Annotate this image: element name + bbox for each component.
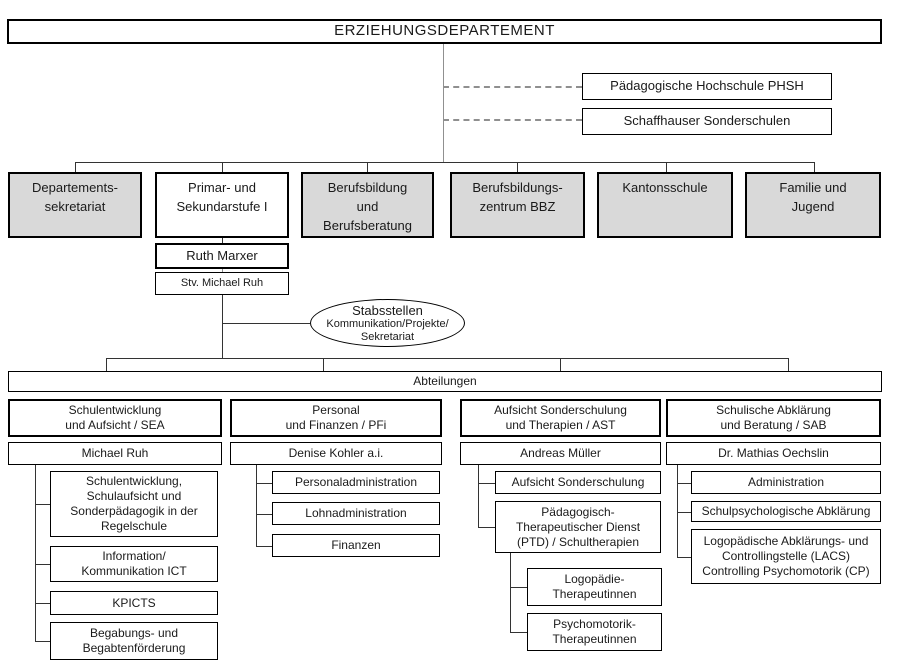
subunit-box-logopaedie-therapeutinnen: Logopädie- Therapeutinnen [527,568,662,606]
connector-branch [35,564,50,565]
staff-unit-ellipse: Stabsstellen Kommunikation/Projekte/ Sek… [310,299,465,347]
connector-ast-spine [478,465,479,527]
connector-branch [256,483,272,484]
dept-box-primar-sekundarstufe: Primar- und Sekundarstufe I [155,172,289,238]
unit-box-schulentwicklung-regelschule: Schulentwicklung, Schulaufsicht und Sond… [50,471,218,537]
division-box-sab: Schulische Abklärung und Beratung / SAB [666,399,881,437]
dept-box-familie-jugend: Familie und Jugend [745,172,881,238]
connector-branch [677,512,691,513]
division-head-michael-ruh: Michael Ruh [8,442,222,465]
division-head-denise-kohler: Denise Kohler a.i. [230,442,442,465]
connector-branch [256,514,272,515]
connector-branch [510,587,527,588]
connector-dashed-sonderschulen [443,119,582,121]
connector-branch [478,527,495,528]
connector-dashed-phsh [443,86,582,88]
connector-tick [323,358,324,371]
connector-abteilungen-bar [106,358,788,359]
connector-tick [222,269,223,273]
division-box-pfi: Personal und Finanzen / PFi [230,399,442,437]
connector-tick [222,238,223,243]
connector-sab-spine [677,465,678,557]
connector-tick [814,162,815,172]
dept-box-bbz: Berufsbildungs- zentrum BBZ [450,172,585,238]
unit-box-information-ict: Information/ Kommunikation ICT [50,546,218,582]
division-box-sea: Schulentwicklung und Aufsicht / SEA [8,399,222,437]
division-head-andreas-mueller: Andreas Müller [460,442,661,465]
dept-box-departementssekretariat: Departements- sekretariat [8,172,142,238]
unit-box-kpicts: KPICTS [50,591,218,615]
connector-tick [666,162,667,172]
subunit-box-psychomotorik-therapeutinnen: Psychomotorik- Therapeutinnen [527,613,662,651]
connector-tick [367,162,368,172]
staff-unit-line2: Kommunikation/Projekte/ [326,317,449,330]
unit-box-lacs-cp: Logopädische Abklärungs- und Controlling… [691,529,881,584]
affiliated-box-phsh: Pädagogische Hochschule PHSH [582,73,832,100]
connector-tick [106,358,107,371]
connector-pfi-spine [256,465,257,546]
connector-tick [517,162,518,172]
connector-branch [677,483,691,484]
connector-branch [510,632,527,633]
connector-mid-trunk [222,295,223,359]
dept-box-kantonsschule: Kantonsschule [597,172,733,238]
root-box-erziehungsdepartement: ERZIEHUNGSDEPARTEMENT [7,19,882,44]
connector-branch [35,504,50,505]
abteilungen-banner: Abteilungen [8,371,882,392]
connector-tick [560,358,561,371]
unit-box-personaladministration: Personaladministration [272,471,440,494]
connector-branch [35,603,50,604]
affiliated-box-sonderschulen: Schaffhauser Sonderschulen [582,108,832,135]
unit-box-begabtenfoerderung: Begabungs- und Begabtenförderung [50,622,218,660]
connector-tick [788,358,789,371]
connector-branch [35,641,50,642]
unit-box-schulpsychologische-abklaerung: Schulpsychologische Abklärung [691,501,881,522]
deputy-box-michael-ruh: Stv. Michael Ruh [155,272,289,295]
connector-tick [75,162,76,172]
connector-branch [256,546,272,547]
connector-root-trunk [443,44,444,163]
connector-branch [478,483,495,484]
staff-unit-title: Stabsstellen [352,302,423,318]
unit-box-aufsicht-sonderschulung: Aufsicht Sonderschulung [495,471,661,494]
unit-box-ptd-schultherapien: Pädagogisch- Therapeutischer Dienst (PTD… [495,501,661,553]
connector-staff-branch [222,323,310,324]
unit-box-finanzen: Finanzen [272,534,440,557]
unit-box-administration: Administration [691,471,881,494]
connector-sea-spine [35,465,36,641]
unit-box-lohnadministration: Lohnadministration [272,502,440,525]
connector-branch [677,557,691,558]
connector-tick [222,162,223,172]
head-box-ruth-marxer: Ruth Marxer [155,243,289,269]
connector-ptd-spine [510,553,511,632]
dept-box-berufsbildung: Berufsbildung und Berufsberatung [301,172,434,238]
division-head-mathias-oechslin: Dr. Mathias Oechslin [666,442,881,465]
connector-departments-bar [75,162,814,163]
division-box-ast: Aufsicht Sonderschulung und Therapien / … [460,399,661,437]
staff-unit-line3: Sekretariat [360,330,415,343]
